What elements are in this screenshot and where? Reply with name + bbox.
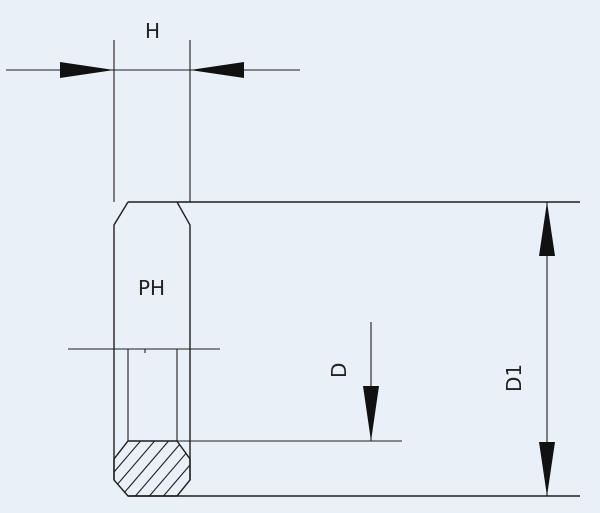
d-label: D	[327, 363, 351, 378]
ph-label: PH	[138, 276, 165, 300]
ring-right-side	[176, 201, 191, 480]
d1-label: D1	[502, 364, 526, 392]
h-label: H	[145, 19, 160, 43]
d1-arrow-bottom	[539, 442, 555, 496]
h-arrow-left	[60, 62, 114, 78]
d1-arrow-top	[539, 202, 555, 256]
section-outline	[113, 440, 191, 497]
h-arrow-right	[190, 62, 244, 78]
ring-left-side	[113, 201, 129, 480]
d-arrow	[363, 386, 379, 441]
